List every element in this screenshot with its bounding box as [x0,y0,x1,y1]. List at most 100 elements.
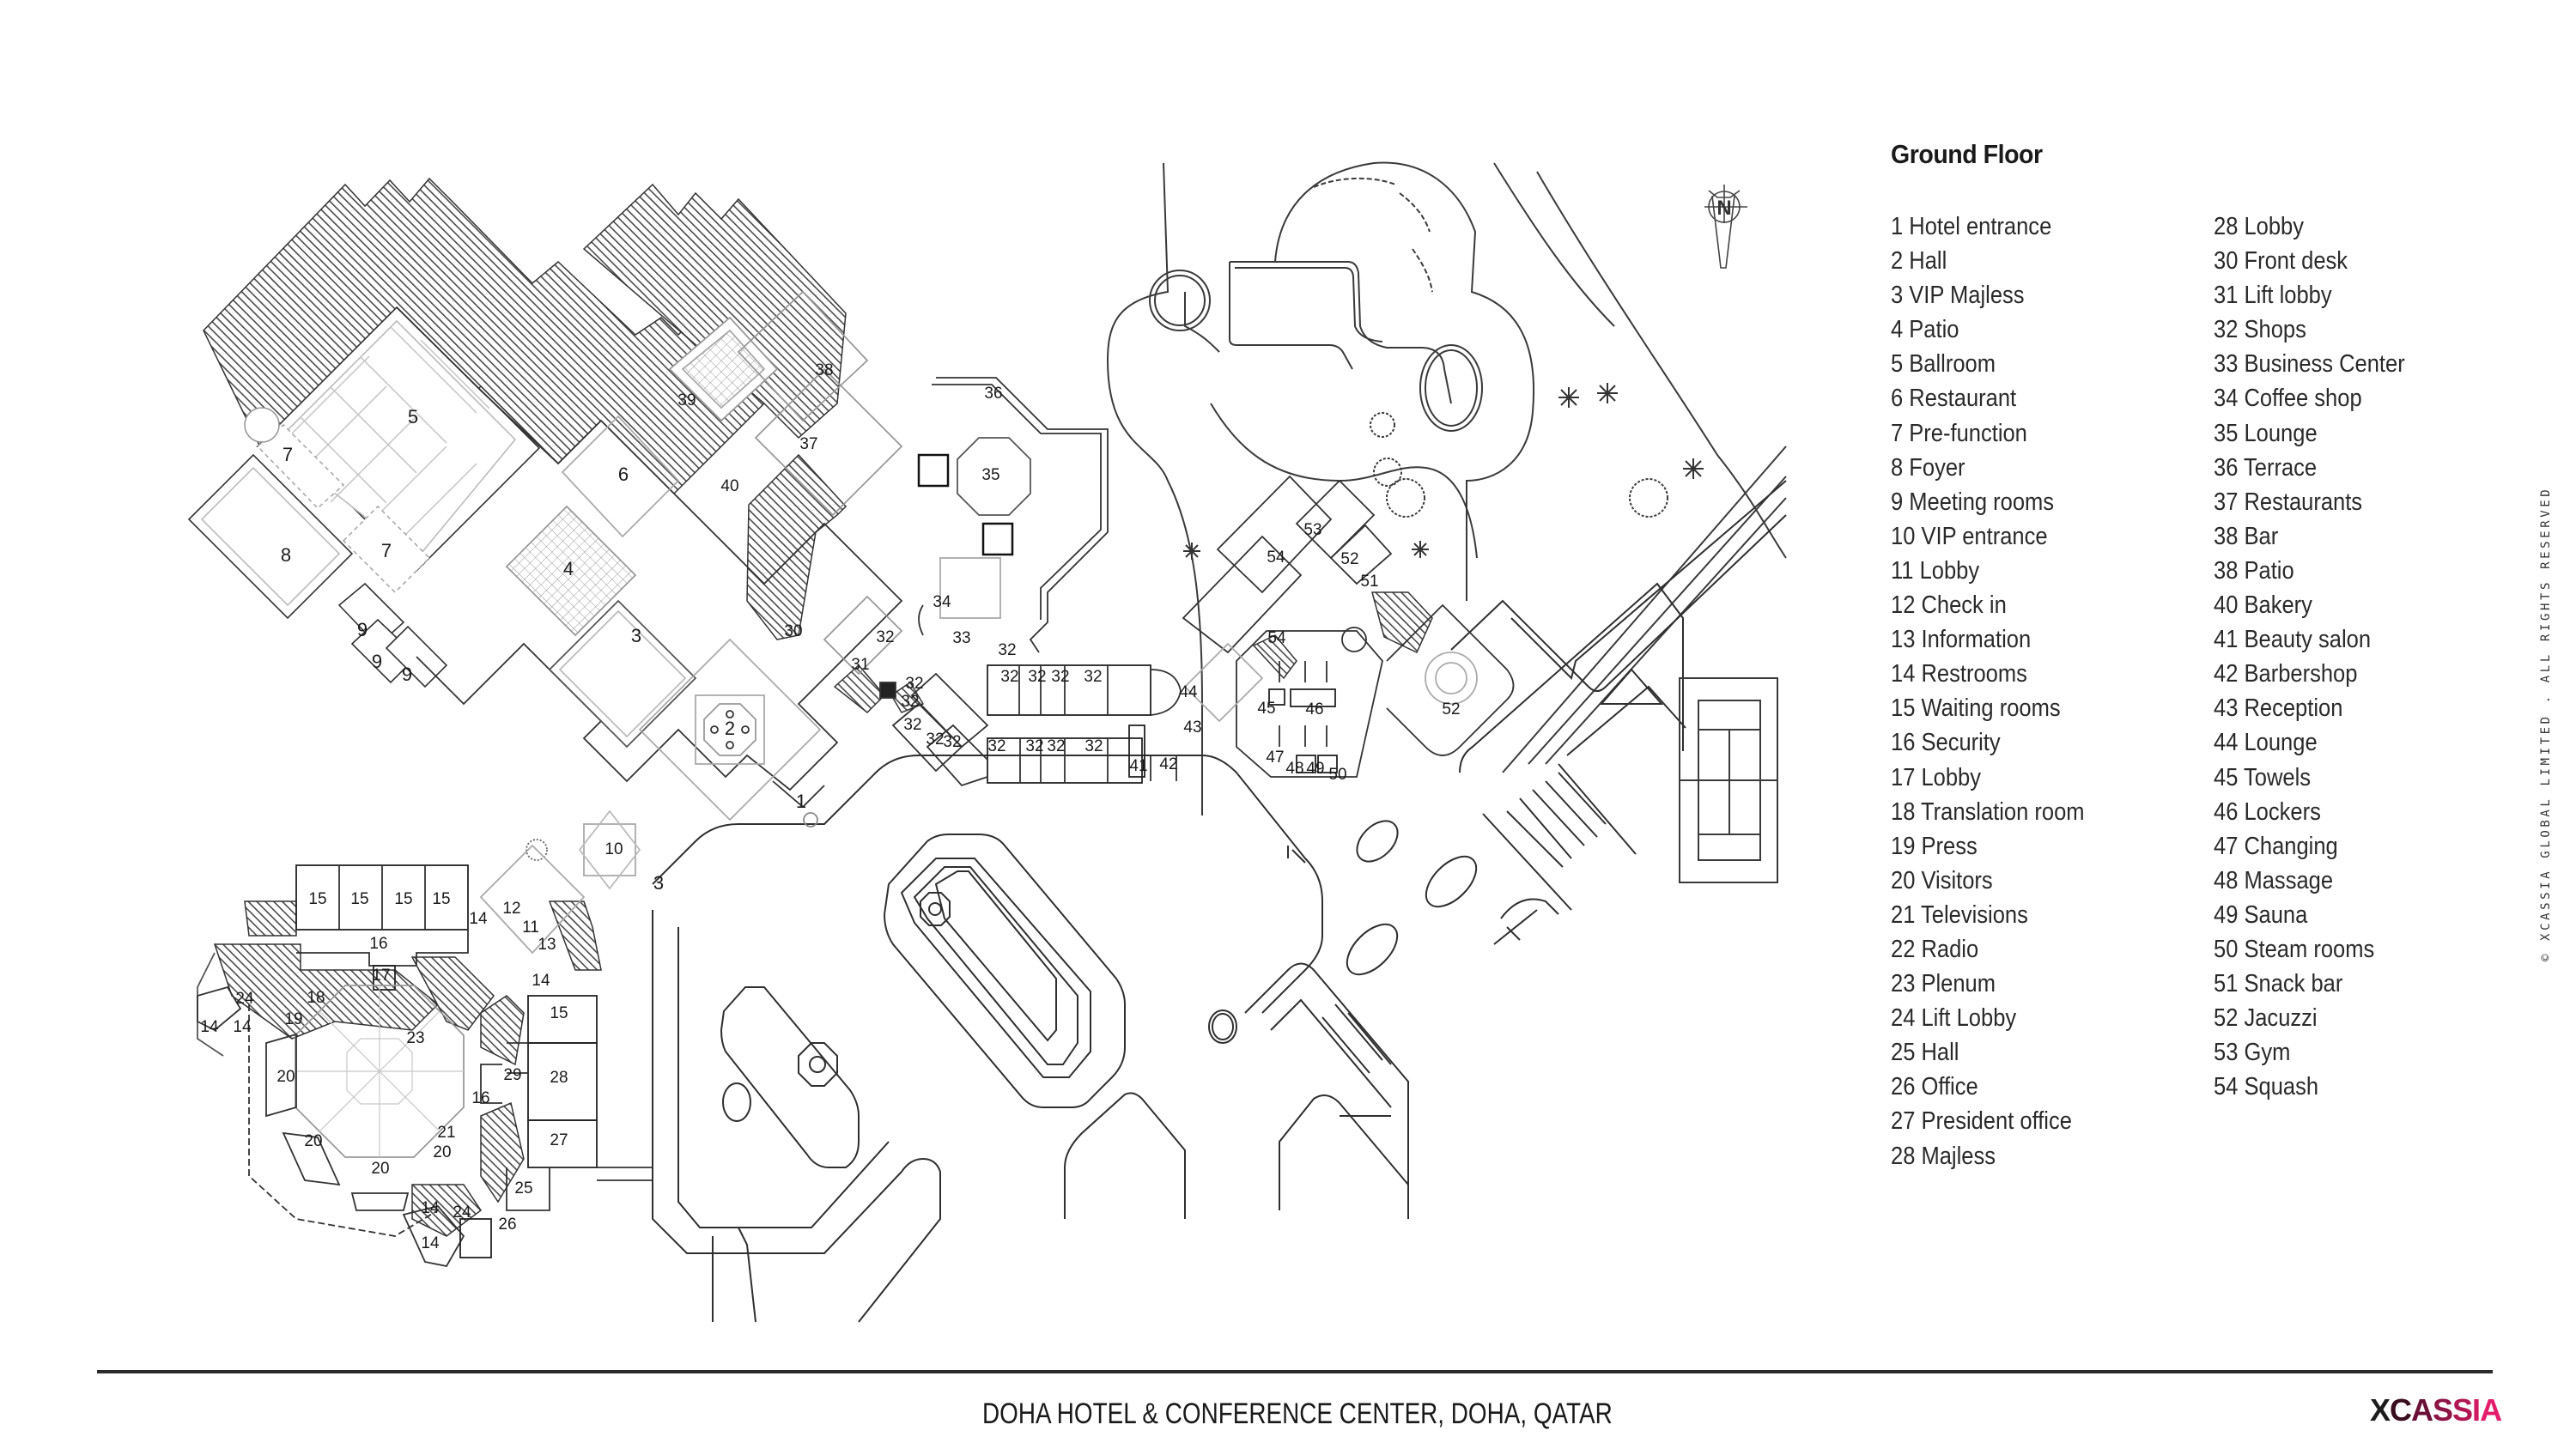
legend-item: 14 Restrooms [1891,660,2027,688]
legend-item: 31 Lift lobby [2214,282,2332,310]
room-label: 11 [522,919,539,937]
room-label: 15 [350,890,368,908]
room-label: 32 [1028,668,1046,686]
legend-item: 8 Foyer [1891,453,1965,482]
room-label: 2 [725,718,735,739]
legend-item: 13 Information [1891,626,2032,654]
room-label: 14 [469,910,488,928]
room-label: 44 [1179,683,1198,701]
room-label: 20 [371,1160,389,1178]
room-label: 32 [876,628,894,646]
room-label: 13 [538,936,556,954]
legend-item: 38 Patio [2214,556,2294,585]
legend-item: 16 Security [1891,729,2001,757]
room-label: 3 [631,625,641,646]
legend-item: 40 Bakery [2214,591,2312,620]
legend: Ground Floor 1 Hotel entrance 2 Hall 3 VIP… [1891,139,2405,1170]
room-label: 21 [437,1124,455,1142]
brand-letter: S [2433,1392,2453,1428]
room-label: 32 [1025,737,1043,755]
tennis-court [1679,677,1778,883]
legend-item: 34 Coffee shop [2214,385,2362,413]
room-label: 41 [1129,757,1147,775]
legend-item: 51 Snack bar [2214,970,2343,998]
legend-title: Ground Floor [1891,139,2043,169]
room-label: 28 [550,1069,568,1087]
legend-item: 49 Sauna [2214,900,2308,929]
room-label: 24 [235,990,254,1008]
room-label: 32 [998,641,1016,659]
legend-item: 33 Business Center [2214,350,2405,379]
legend-item: 28 Lobby [2214,213,2305,240]
legend-item: 43 Reception [2214,694,2343,723]
room-label: 40 [720,477,738,495]
room-label: 4 [563,558,574,579]
room-label: 32 [903,716,921,734]
room-label: 43 [1183,718,1201,737]
legend-item: 3 VIP Majless [1891,282,2025,310]
room-label: 33 [952,629,970,647]
legend-item: 45 Towels [2214,763,2312,791]
room-label: 31 [851,656,869,674]
legend-item: 53 Gym [2214,1039,2291,1067]
room-label: 14 [421,1234,440,1252]
footer-divider [97,1370,2493,1373]
legend-item: 54 Squash [2214,1073,2319,1101]
room-label: 15 [432,890,450,908]
room-label: 15 [550,1004,568,1022]
palm-trees [1183,383,1704,560]
room-label: 19 [284,1010,302,1028]
legend-item: 28 Majless [1891,1142,1996,1170]
legend-item: 11 Lobby [1891,556,1980,585]
room-label: 23 [406,1029,424,1047]
room-label: 48 [1285,760,1303,778]
room-label: 12 [502,900,520,918]
room-label: 25 [514,1179,532,1197]
project-title: DOHA HOTEL & CONFERENCE CENTER, DOHA, QA… [982,1397,1613,1430]
room-label: 35 [981,466,999,484]
legend-columns: 1 Hotel entrance 2 Hall 3 VIP Majless 4 Pat… [1891,209,2431,1173]
legend-item: 6 Restaurant [1891,385,2017,413]
room-label: 14 [200,1018,219,1036]
room-label: 32 [987,737,1005,755]
room-label: 16 [369,935,387,953]
legend-item: 4 Patio [1891,316,1959,344]
room-label: 39 [677,391,696,409]
legend-item: 9 Meeting rooms [1891,488,2055,516]
room-label: 5 [408,406,418,427]
room-label: 18 [307,989,325,1007]
room-labels: 5778999643211033938374030313232323236353… [200,361,1460,1252]
room-label: 14 [532,972,550,990]
room-label: 54 [1267,629,1286,647]
room-label: 14 [421,1199,440,1217]
brand-letter: S [2452,1392,2473,1428]
room-label: 32 [905,675,923,693]
room-label: 10 [605,840,623,858]
brand-letter: C [2390,1392,2412,1428]
hatched-zones [203,177,1433,1237]
legend-item: 41 Beauty salon [2214,626,2372,654]
legend-item: 1 Hotel entrance [1891,213,2052,240]
room-label: 20 [304,1132,322,1150]
spa-wing [1128,475,1515,781]
room-label: 51 [1360,573,1378,591]
room-label: 52 [1340,550,1358,568]
room-label: 9 [402,664,412,685]
driveways [652,480,1787,1323]
legend-item: 19 Press [1891,832,1978,860]
room-label: 34 [933,593,951,611]
room-label: 26 [498,1216,516,1234]
room-label: 36 [984,385,1002,403]
legend-item: 42 Barbershop [2214,660,2358,688]
legend-item: 23 Plenum [1891,970,1996,998]
legend-item: 2 Hall [1891,247,1947,276]
legend-item: 46 Lockers [2214,797,2321,826]
legend-item: 21 Televisions [1891,900,2028,929]
room-label: 32 [1084,668,1102,686]
room-label: 20 [433,1143,451,1161]
room-label: 52 [1442,700,1460,718]
legend-item: 25 Hall [1891,1039,1959,1067]
room-label: 32 [1000,668,1018,686]
legend-item: 7 Pre-function [1891,419,2027,447]
